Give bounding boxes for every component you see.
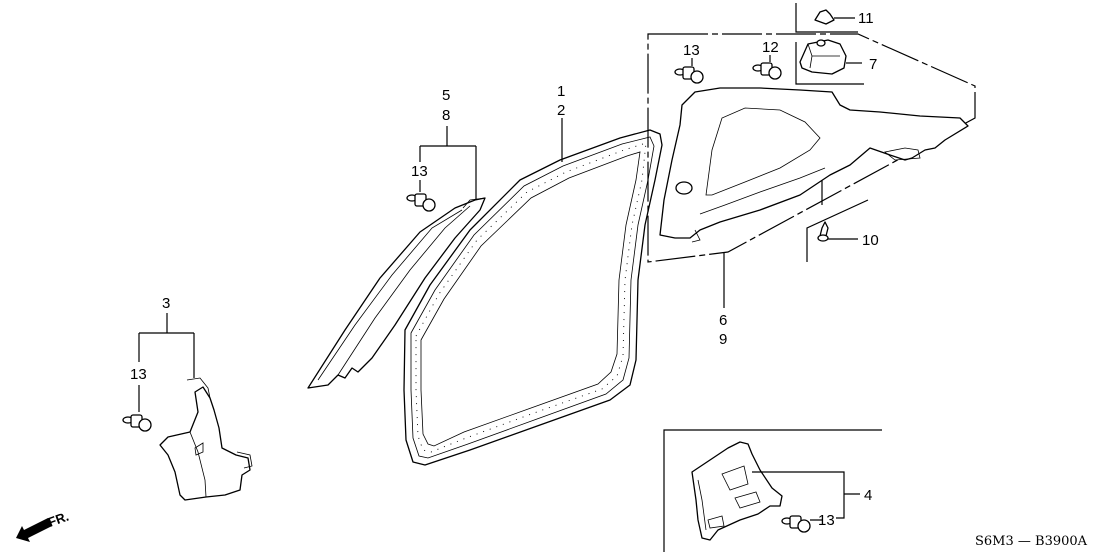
part-6-9-quarter-trim[interactable] <box>659 87 969 243</box>
callout-9: 9 <box>719 331 727 348</box>
group-box-10 <box>806 199 869 262</box>
clip-13-pillar[interactable] <box>406 193 436 212</box>
diagram-code: S6M3 — B3900A <box>975 534 1088 549</box>
callout-2: 2 <box>557 102 565 119</box>
callout-11: 11 <box>858 10 874 27</box>
part-1-2-door-weatherstrip[interactable] <box>403 129 663 466</box>
callout-3: 3 <box>162 295 170 312</box>
callout-13-pillar: 13 <box>411 163 428 180</box>
front-direction-label: FR. <box>46 509 71 530</box>
callout-13-bottom: 13 <box>818 512 835 529</box>
front-direction-arrow-icon <box>16 518 52 542</box>
callout-1: 1 <box>557 83 565 100</box>
clip-13-top[interactable] <box>674 66 704 84</box>
callout-8: 8 <box>442 107 450 124</box>
callout-6: 6 <box>719 312 727 329</box>
leader-4 <box>752 471 860 521</box>
group-box-4 <box>663 429 882 552</box>
callout-12: 12 <box>762 39 779 56</box>
part-5-8-pillar-garnish[interactable] <box>307 197 486 389</box>
part-10-screw[interactable] <box>817 221 829 242</box>
part-7-anchor-cover[interactable] <box>799 39 847 75</box>
leader-5-8 <box>419 126 477 200</box>
callout-7: 7 <box>869 56 877 73</box>
part-3-kick-panel[interactable] <box>159 377 253 501</box>
part-11-clip-nut[interactable] <box>814 9 835 25</box>
callout-13-left: 13 <box>130 366 147 383</box>
callout-10: 10 <box>862 232 879 249</box>
clip-12[interactable] <box>752 62 782 80</box>
group-box-6-9 <box>647 33 976 263</box>
callout-4: 4 <box>864 487 872 504</box>
part-4-lower-trim[interactable] <box>691 441 783 541</box>
group-box-11 <box>795 3 858 33</box>
clip-13-left[interactable] <box>122 414 152 432</box>
callout-5: 5 <box>442 87 450 104</box>
clip-13-bottom[interactable] <box>781 515 811 533</box>
leader-3 <box>138 313 195 412</box>
group-box-7 <box>795 42 864 85</box>
callout-13-top: 13 <box>683 42 700 59</box>
